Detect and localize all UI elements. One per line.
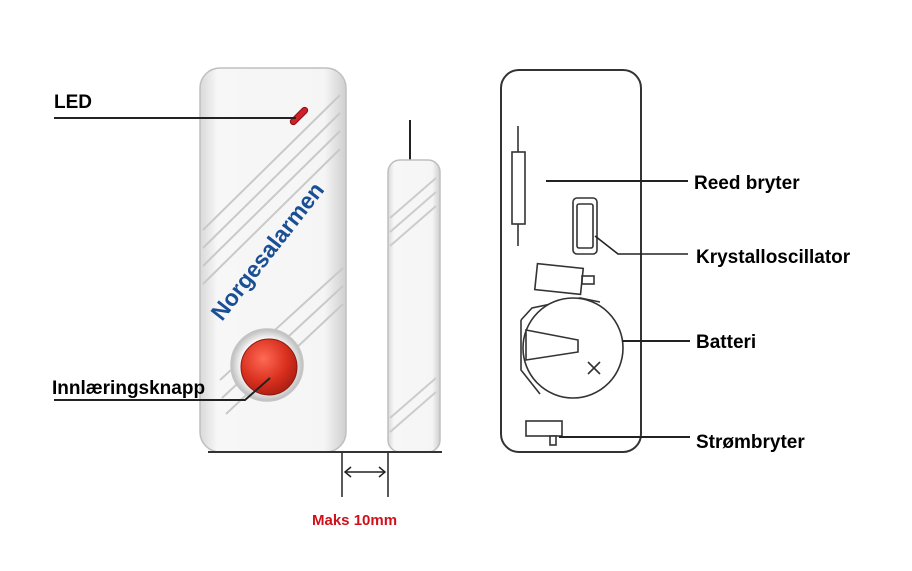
crystal-oscillator [572,197,598,255]
gap-dimension [341,453,389,497]
power-switch-label: Strømbryter [696,432,805,453]
crystal-label: Krystalloscillator [696,247,851,268]
learn-button-label: Innlæringsknapp [52,378,205,399]
battery [520,297,624,399]
learn-button [240,338,298,396]
magnet-part [387,120,441,453]
battery-label: Batteri [696,332,756,353]
reed-switch [511,126,526,246]
internal-view [500,69,642,453]
crystal-leader-line [594,235,688,255]
led-indicator [289,106,309,126]
sensor-body: Norgesalarmen [199,67,347,453]
button-leader-line [54,377,271,401]
reed-switch-label: Reed bryter [694,173,800,194]
led-label: LED [54,92,92,113]
gap-dimension-label: Maks 10mm [312,512,397,529]
small-component [533,262,595,296]
power-switch [525,420,563,446]
magnet-grooves [389,177,437,433]
